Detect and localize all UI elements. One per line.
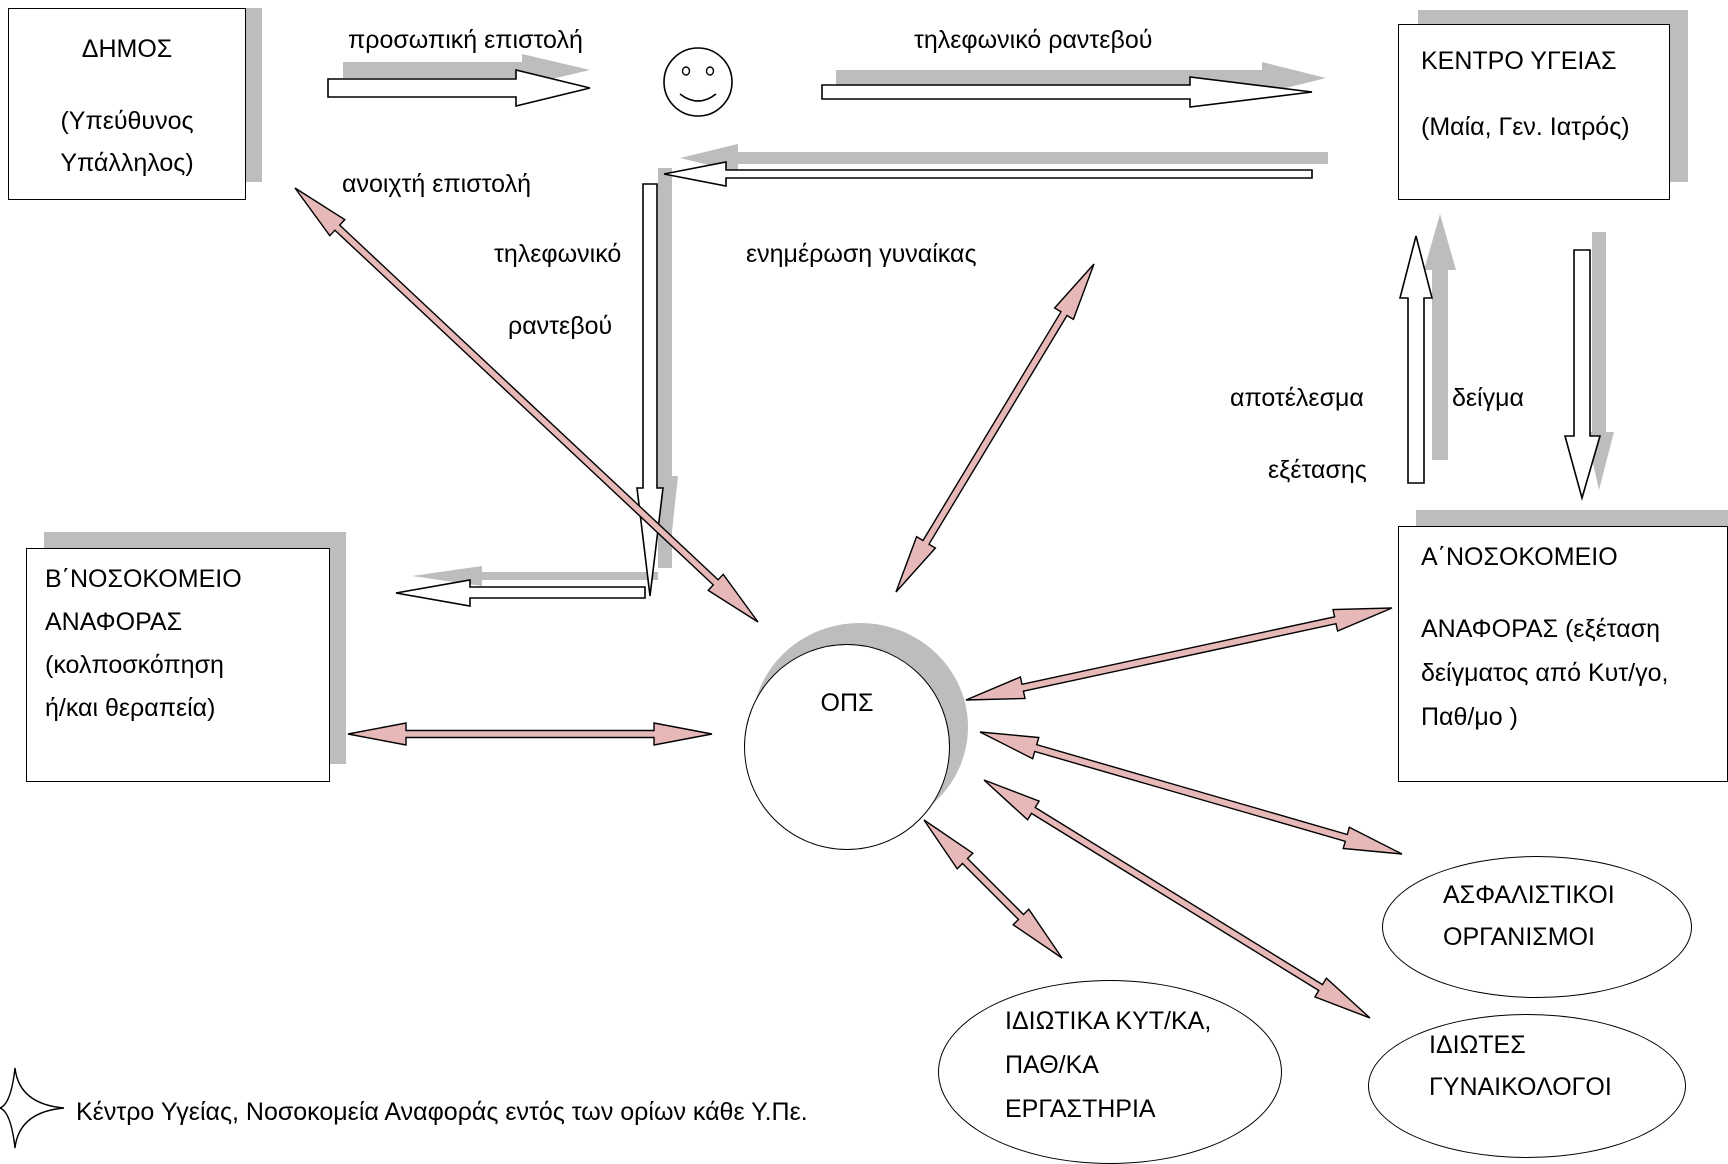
asfalistikoi-ellipse: ΑΣΦΑΛΙΣΤΙΚΟΙ ΟΡΓΑΝΙΣΜΟΙ	[1382, 856, 1692, 998]
smiley-right-eye	[705, 66, 715, 76]
b-nosokomeio-line1: Β΄ΝΟΣΟΚΟΜΕΙΟ	[45, 565, 242, 593]
label-tilefoniko-rantevou-top: τηλεφωνικό ραντεβού	[914, 26, 1153, 54]
a-nosokomeio-line4: Παθ/μο )	[1421, 703, 1518, 731]
idiotika-ellipse: ΙΔΙΩΤΙΚΑ ΚΥΤ/ΚΑ, ΠΑΘ/ΚΑ ΕΡΓΑΣΤΗΡΙΑ	[938, 980, 1282, 1164]
vertical-down-arrow	[636, 183, 664, 597]
ops-center-circle: ΟΠΣ	[744, 644, 950, 850]
idiotika-line1: ΙΔΙΩΤΙΚΑ ΚΥΤ/ΚΑ,	[1005, 1007, 1212, 1035]
label-apotelesma: αποτέλεσμα	[1230, 384, 1364, 412]
asfalistikoi-line1: ΑΣΦΑΛΙΣΤΙΚΟΙ	[1443, 881, 1615, 909]
a-nosokomeio-line1: Α΄ΝΟΣΟΚΟΜΕΙΟ	[1421, 543, 1618, 571]
enimerosi-ops-double-arrow	[895, 263, 1095, 593]
label-deigma: δείγμα	[1452, 384, 1524, 412]
b-nosokomeio-arrow	[395, 579, 646, 607]
a-nosokomeio-line2: ΑΝΑΦΟΡΑΣ (εξέταση	[1421, 615, 1661, 643]
return-arrow-shadow	[680, 144, 1328, 172]
smiley-mouth	[679, 93, 717, 102]
label-tilefoniko: τηλεφωνικό	[494, 240, 622, 268]
dimos-title: ΔΗΜΟΣ	[81, 35, 173, 63]
legend-star-icon	[0, 1067, 65, 1149]
label-rantevou: ραντεβού	[508, 312, 613, 340]
hollow-arrows	[327, 68, 1602, 607]
dimos-line2: Υπάλληλος)	[60, 149, 194, 177]
label-prosopiki-epistoli: προσωπική επιστολή	[348, 26, 583, 54]
kentro-ygeias-title: ΚΕΝΤΡΟ ΥΓΕΙΑΣ	[1421, 47, 1617, 75]
deigma-down-arrow	[1563, 249, 1602, 501]
b-nosokomeio-line3: (κολποσκόπηση	[45, 651, 224, 679]
down-arrow-shadow	[1586, 232, 1614, 490]
label-enimerosi-gynaikas: ενημέρωση γυναίκας	[746, 240, 977, 268]
vertical-arrow-head-shadow	[658, 476, 678, 568]
a-nosokomeio-ops-double-arrow	[965, 607, 1393, 701]
apotelesma-up-arrow	[1398, 235, 1434, 484]
idiotes-line2: ΓΥΝΑΙΚΟΛΟΓΟΙ	[1429, 1073, 1612, 1101]
vertical-arrow-shadow	[658, 168, 672, 568]
b-nosokomeio-arrow-shadow	[412, 566, 658, 586]
idiotes-line1: ΙΔΙΩΤΕΣ	[1429, 1031, 1526, 1059]
legend-text: Κέντρο Υγείας, Νοσοκομεία Αναφοράς εντός…	[76, 1098, 808, 1126]
idiotika-line3: ΕΡΓΑΣΤΗΡΙΑ	[1005, 1095, 1156, 1123]
dimos-box: ΔΗΜΟΣ (Υπεύθυνος Υπάλληλος)	[8, 8, 246, 200]
a-nosokomeio-box: Α΄ΝΟΣΟΚΟΜΕΙΟ ΑΝΑΦΟΡΑΣ (εξέταση δείγματος…	[1398, 526, 1728, 782]
smiley-head	[663, 47, 733, 117]
dimos-line1: (Υπεύθυνος	[60, 107, 194, 135]
dimos-ops-double-arrow	[294, 187, 759, 623]
asfalistikoi-ops-double-arrow	[979, 731, 1403, 855]
kentro-ygeias-subtitle: (Μαία, Γεν. Ιατρός)	[1421, 113, 1630, 141]
idiotes-ellipse: ΙΔΙΩΤΕΣ ΓΥΝΑΙΚΟΛΟΓΟΙ	[1368, 1014, 1686, 1158]
prosopiki-arrow	[327, 68, 591, 108]
label-exetasis: εξέτασης	[1268, 456, 1367, 484]
smiley-face	[663, 47, 733, 117]
b-nosokomeio-box: Β΄ΝΟΣΟΚΟΜΕΙΟ ΑΝΑΦΟΡΑΣ (κολποσκόπηση ή/κα…	[26, 548, 330, 782]
asfalistikoi-line2: ΟΡΓΑΝΙΣΜΟΙ	[1443, 923, 1595, 951]
smiley-left-eye	[681, 66, 691, 76]
double-arrows	[294, 187, 1403, 1019]
idiotika-ops-double-arrow	[923, 819, 1063, 959]
b-nosokomeio-ops-double-arrow	[347, 722, 713, 746]
kentro-ygeias-box: ΚΕΝΤΡΟ ΥΓΕΙΑΣ (Μαία, Γεν. Ιατρός)	[1398, 24, 1670, 200]
b-nosokomeio-line2: ΑΝΑΦΟΡΑΣ	[45, 608, 183, 636]
tilef-rantevou-arrow	[821, 76, 1313, 108]
idiotika-line2: ΠΑΘ/ΚΑ	[1005, 1051, 1099, 1079]
up-arrow-shadow	[1424, 214, 1456, 460]
b-nosokomeio-line4: ή/και θεραπεία)	[45, 694, 216, 722]
a-nosokomeio-line3: δείγματος από Κυτ/γο,	[1421, 659, 1669, 687]
label-anoixti-epistoli: ανοιχτή επιστολή	[342, 170, 531, 198]
ops-label: ΟΠΣ	[820, 689, 874, 717]
idiotes-ops-double-arrow	[983, 779, 1371, 1019]
return-arrow	[663, 161, 1313, 187]
